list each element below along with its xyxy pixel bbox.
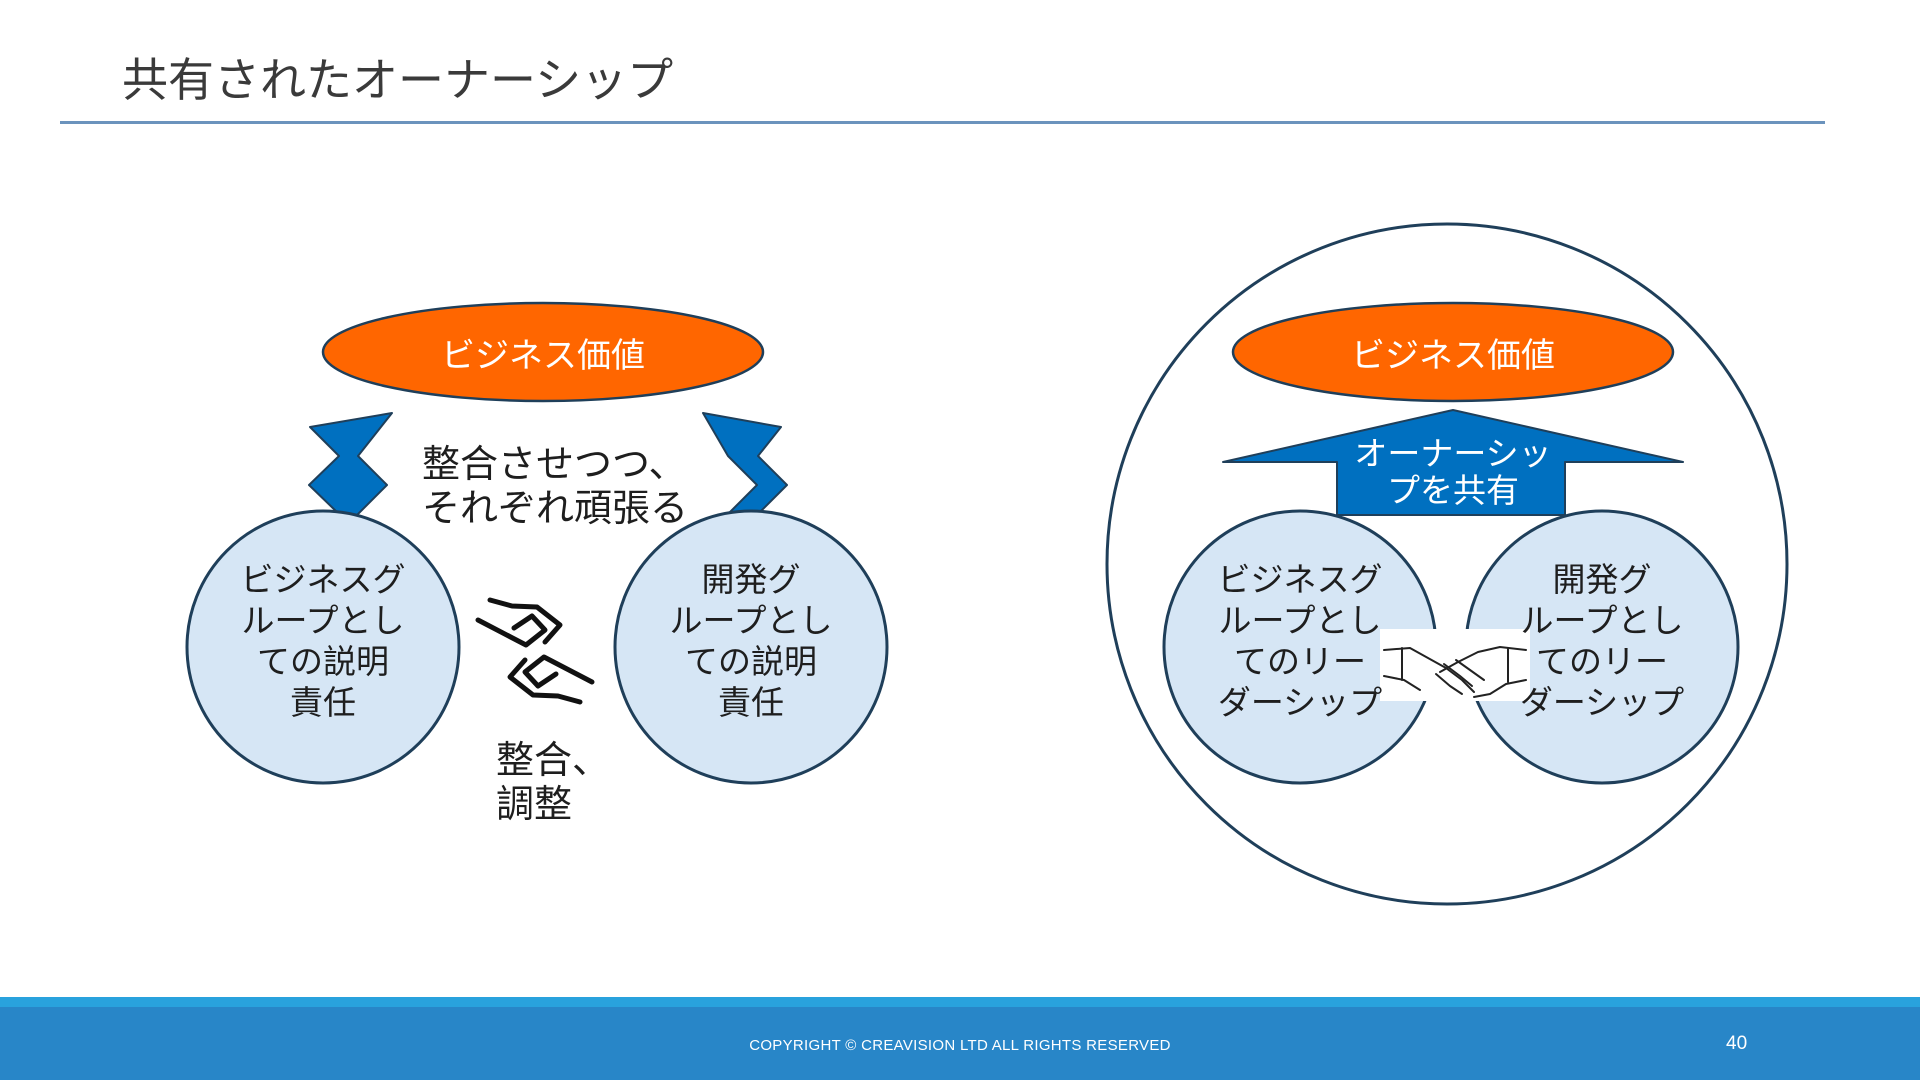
left-business-value-ellipse: [321, 301, 765, 403]
copyright-notice: COPYRIGHT © CREAVISION LTD ALL RIGHTS RE…: [749, 1037, 1171, 1054]
title-underline: [60, 121, 1825, 124]
left-dev-circle: [613, 509, 889, 785]
footer-bar: [0, 1007, 1920, 1080]
left-business-value-label: ビジネス価値: [441, 336, 645, 376]
left-dev-circle-label: 開発グ ループとし ての説明 責任: [669, 560, 833, 722]
right-business-circle-label: ビジネスグ ループとし てのリー ダーシップ: [1217, 560, 1383, 722]
right-business-value-ellipse: [1231, 301, 1675, 403]
left-align-caption: 整合させつつ、 それぞれ頑張る: [422, 442, 689, 531]
footer-accent-strip: [0, 997, 1920, 1007]
left-arrow-up-right: [702, 412, 788, 516]
slide-title: 共有されたオーナーシップ: [122, 53, 674, 107]
left-business-circle: [185, 509, 461, 785]
hands-linking-icon: [475, 597, 595, 705]
right-shared-ownership-label: オーナーシッ プを共有: [1354, 434, 1552, 510]
left-business-circle-label: ビジネスグ ループとし ての説明 責任: [240, 560, 406, 722]
left-arrow-up-left: [308, 412, 393, 516]
page-number: 40: [1726, 1033, 1748, 1054]
right-business-value-label: ビジネス価値: [1351, 336, 1555, 376]
right-dev-circle-label: 開発グ ループとし てのリー ダーシップ: [1519, 560, 1685, 722]
left-coordination-caption: 整合、 調整: [496, 738, 611, 827]
handshake-icon: [1380, 629, 1530, 701]
right-shared-ownership-arrow: [1222, 409, 1684, 516]
